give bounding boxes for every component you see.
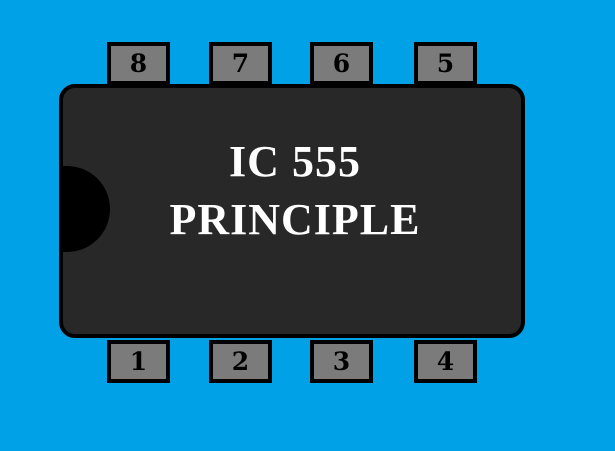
chip-title-line-2: PRINCIPLE — [169, 195, 421, 244]
pin-4-label: 4 — [436, 347, 455, 376]
pin-8: 8 — [107, 42, 170, 85]
chip-title-line-1: IC 555 — [229, 137, 361, 186]
pin-8-label: 8 — [129, 49, 148, 78]
pin-2-label: 2 — [231, 347, 250, 376]
pin-7: 7 — [209, 42, 272, 85]
pin-6: 6 — [310, 42, 373, 85]
pin-4: 4 — [414, 340, 477, 383]
pin-5-label: 5 — [436, 49, 455, 78]
pin-2: 2 — [209, 340, 272, 383]
pin-3-label: 3 — [332, 347, 351, 376]
pin-1-label: 1 — [129, 347, 148, 376]
chip-body — [59, 84, 525, 338]
pin-7-label: 7 — [231, 49, 250, 78]
pin-6-label: 6 — [332, 49, 351, 78]
pin-1: 1 — [107, 340, 170, 383]
pin-5: 5 — [414, 42, 477, 85]
pin-3: 3 — [310, 340, 373, 383]
